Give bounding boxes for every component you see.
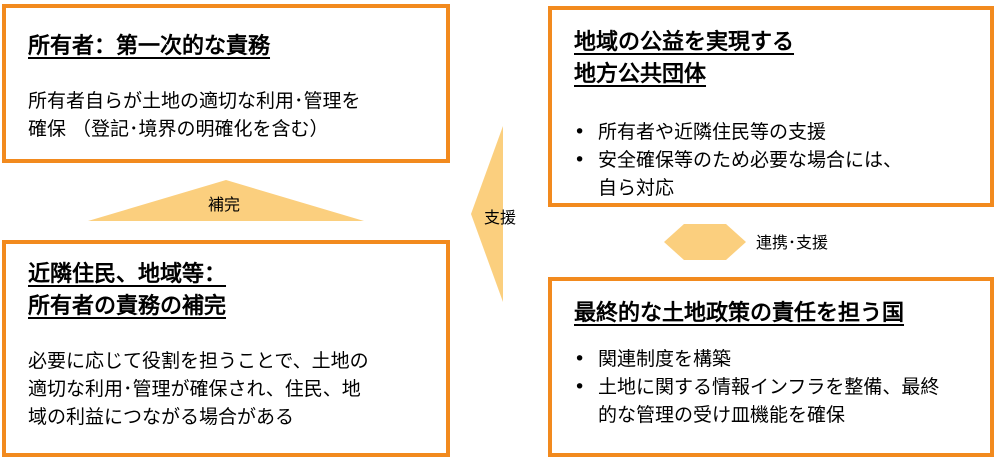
national-government-box: 最終的な土地政策の責任を担う国 関連制度を構築 土地に関する情報インフラを整備、… <box>548 277 994 457</box>
neighbors-body-line-3: 域の利益につながる場合がある <box>28 406 295 428</box>
national-government-bullet-2-line-2: 的な管理の受け皿機能を確保 <box>598 404 846 426</box>
local-government-title-line-2: 地方公共団体 <box>574 62 707 87</box>
national-government-bullet-1-line-1: 関連制度を構築 <box>598 348 732 370</box>
owner-box-title: 所有者：第一次的な責務 <box>28 34 271 59</box>
support-arrow-shape <box>471 126 503 302</box>
local-government-bullet-2-line-1: 安全確保等のため必要な場合には、 <box>598 149 903 171</box>
local-government-box: 地域の公益を実現する 地方公共団体 所有者や近隣住民等の支援 安全確保等のため必… <box>548 6 994 207</box>
national-government-bullet-2: 土地に関する情報インフラを整備、最終 的な管理の受け皿機能を確保 <box>570 373 939 429</box>
neighbors-body-line-2: 適切な利用･管理が確保され、住民、地 <box>28 378 361 400</box>
national-government-bullet-2-line-1: 土地に関する情報インフラを整備、最終 <box>598 376 940 398</box>
owner-box: 所有者：第一次的な責務 所有者自らが土地の適切な利用･管理を 確保 （登記･境界… <box>2 4 450 163</box>
cooperation-arrow-shape <box>664 224 746 260</box>
neighbors-title-line-1: 近隣住民、地域等： <box>28 262 227 287</box>
national-government-bullets: 関連制度を構築 土地に関する情報インフラを整備、最終 的な管理の受け皿機能を確保 <box>570 345 939 429</box>
cooperation-arrow <box>664 224 746 260</box>
neighbors-body-line-1: 必要に応じて役割を担うことで、土地の <box>28 350 369 372</box>
neighbors-title-line-2: 所有者の責務の補完 <box>28 294 227 319</box>
national-government-title: 最終的な土地政策の責任を担う国 <box>574 301 905 326</box>
local-government-bullets: 所有者や近隣住民等の支援 安全確保等のため必要な場合には、 自ら対応 <box>570 118 902 202</box>
complement-label: 補完 <box>208 195 241 214</box>
complement-arrow <box>88 180 364 221</box>
local-government-bullet-1-line-1: 所有者や近隣住民等の支援 <box>598 121 827 143</box>
support-label: 支援 <box>484 208 517 227</box>
local-government-bullet-2: 安全確保等のため必要な場合には、 自ら対応 <box>570 146 902 202</box>
owner-box-body-line-2: 確保 （登記･境界の明確化を含む） <box>28 118 329 140</box>
local-government-title-line-1: 地域の公益を実現する <box>574 30 795 55</box>
local-government-bullet-2-line-2: 自ら対応 <box>598 177 675 199</box>
support-arrow <box>471 126 503 302</box>
cooperation-label: 連携･支援 <box>756 233 829 252</box>
local-government-bullet-1: 所有者や近隣住民等の支援 <box>570 118 902 146</box>
neighbors-box: 近隣住民、地域等： 所有者の責務の補完 必要に応じて役割を担うことで、土地の 適… <box>2 240 450 457</box>
national-government-bullet-1: 関連制度を構築 <box>570 345 939 373</box>
complement-arrow-shape <box>88 180 364 221</box>
owner-box-body-line-1: 所有者自らが土地の適切な利用･管理を <box>28 90 361 112</box>
